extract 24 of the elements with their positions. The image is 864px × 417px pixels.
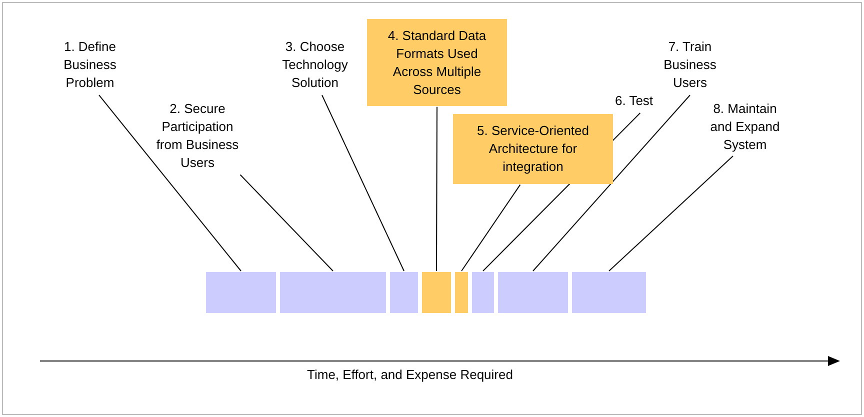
leader-line bbox=[532, 94, 690, 272]
highlighted-step-box: 5. Service-Oriented Architecture for integration bbox=[453, 114, 613, 184]
step-label: 3. Choose Technology Solution bbox=[265, 38, 365, 94]
step-label: 8. Maintain and Expand System bbox=[705, 100, 785, 156]
leader-line bbox=[98, 94, 242, 272]
axis-label: Time, Effort, and Expense Required bbox=[306, 366, 514, 384]
leader-line bbox=[608, 156, 734, 272]
leader-line bbox=[461, 184, 521, 272]
leader-line bbox=[322, 94, 404, 272]
step-label: 6. Test bbox=[612, 92, 656, 112]
highlighted-step-box: 4. Standard Data Formats Used Across Multiple Sources bbox=[367, 19, 507, 106]
step-label: 7. Train Business Users bbox=[650, 38, 730, 94]
timeline-segment bbox=[390, 272, 418, 313]
timeline-segment bbox=[455, 272, 468, 313]
timeline-segment bbox=[498, 272, 568, 313]
timeline-segment bbox=[422, 272, 451, 313]
step-label: 1. Define Business Problem bbox=[45, 38, 135, 94]
timeline-segment bbox=[206, 272, 276, 313]
timeline-segment bbox=[472, 272, 494, 313]
timeline-segment bbox=[280, 272, 386, 313]
step-label: 2. Secure Participation from Business Users bbox=[150, 100, 245, 174]
timeline-segment bbox=[572, 272, 646, 313]
leader-line bbox=[436, 106, 438, 272]
leader-line bbox=[240, 174, 334, 272]
